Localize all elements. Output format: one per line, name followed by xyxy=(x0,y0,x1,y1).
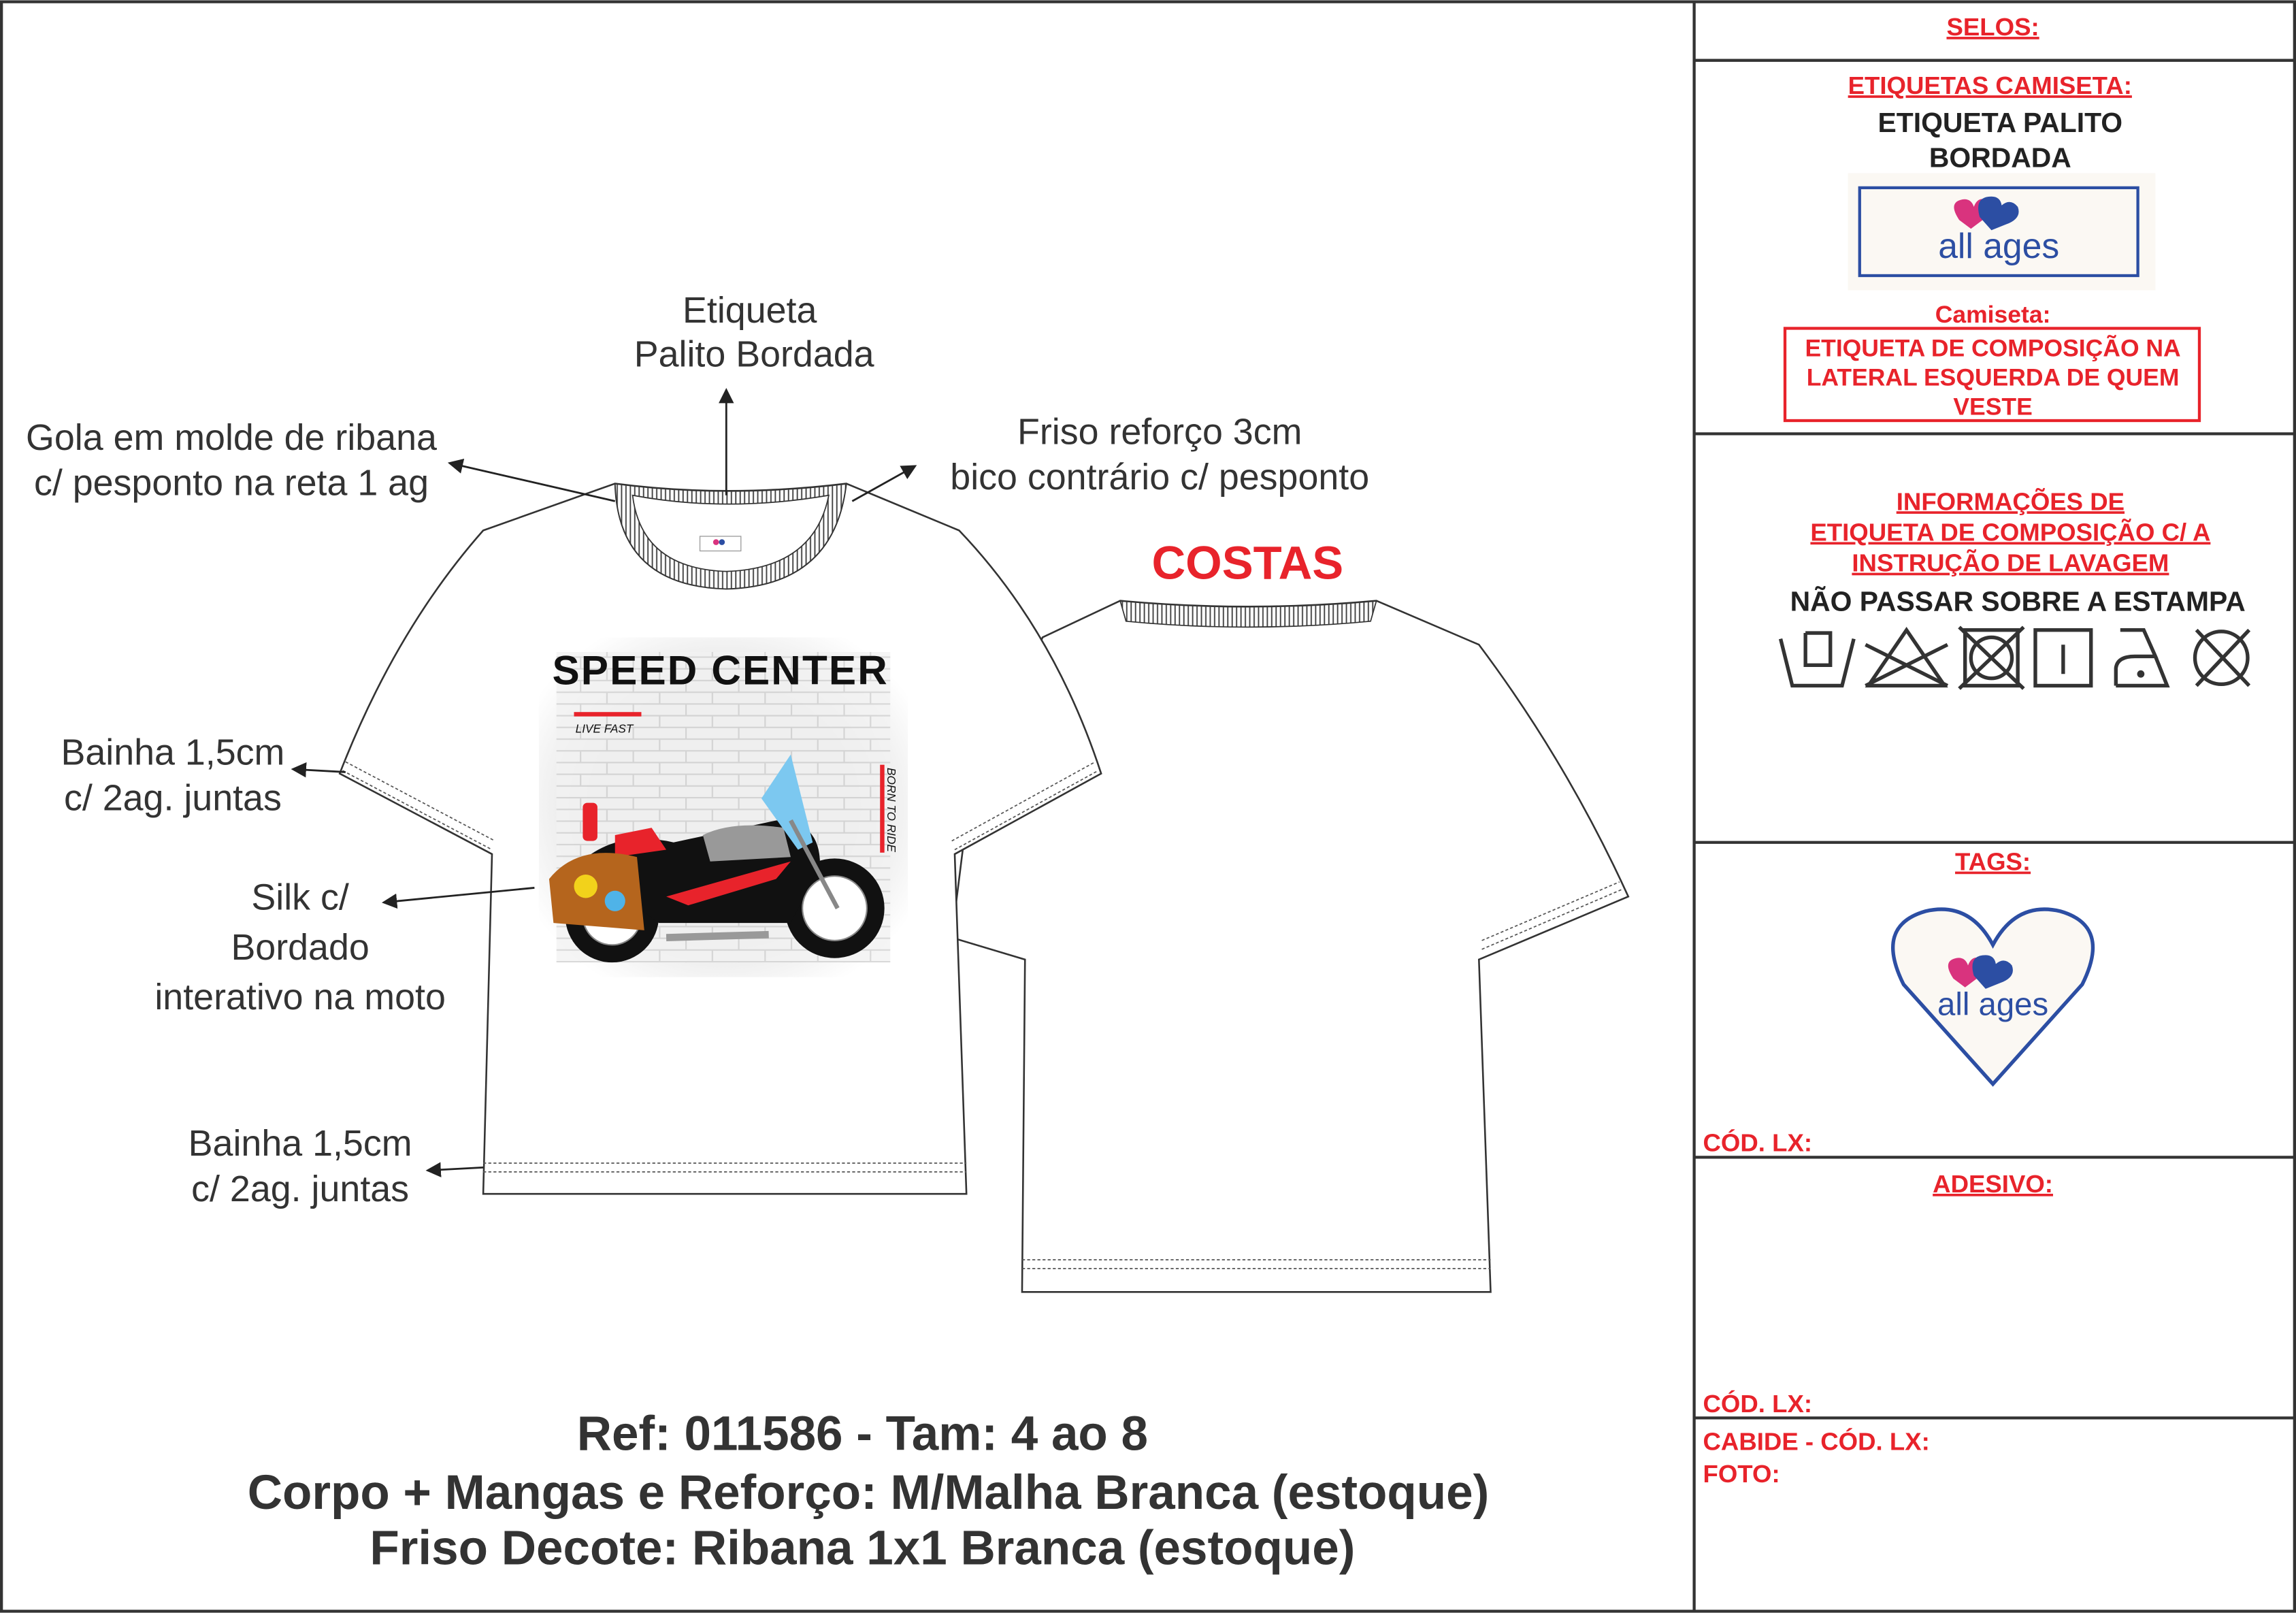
silk-annotation-line3: interativo na moto xyxy=(154,977,446,1017)
print-tagline-left: LIVE FAST xyxy=(576,721,634,735)
collar-annotation-line1: Gola em molde de ribana xyxy=(26,417,437,458)
ref-size: Ref: 011586 - Tam: 4 ao 8 xyxy=(577,1407,1148,1461)
motorcycle-illustration xyxy=(548,754,885,963)
annotations: Etiqueta Palito Bordada Gola em molde de… xyxy=(26,290,1369,1209)
composition-line1: ETIQUETA DE COMPOSIÇÃO NA xyxy=(1805,334,2180,361)
camiseta-label: Camiseta: xyxy=(1935,301,2051,328)
print-title: SPEED CENTER xyxy=(552,647,888,693)
no-dry-clean-icon xyxy=(2193,628,2251,687)
body-hem-annotation-line2: c/ 2ag. juntas xyxy=(191,1169,409,1209)
info-line3: INSTRUÇÃO DE LAVAGEM xyxy=(1852,549,2169,577)
collar-annotation-line2: c/ pesponto na reta 1 ag xyxy=(34,463,429,504)
etiqueta-palito-line2: BORDADA xyxy=(1929,142,2071,174)
selos-heading: SELOS: xyxy=(1946,13,2039,41)
tag-brand-text: all ages xyxy=(1937,987,2048,1023)
adesivo-heading: ADESIVO: xyxy=(1933,1170,2053,1198)
care-symbols xyxy=(1778,625,2251,690)
body-fabric: Corpo + Mangas e Reforço: M/Malha Branca… xyxy=(248,1466,1490,1520)
label-annotation-line2: Palito Bordada xyxy=(634,333,874,374)
sleeve-hem-annotation-line1: Bainha 1,5cm xyxy=(61,732,284,773)
brand-label: all ages xyxy=(1848,173,2156,291)
hand-wash-icon xyxy=(1778,631,1856,688)
tag-code-label: CÓD. LX: xyxy=(1703,1128,1813,1157)
back-view-title: COSTAS xyxy=(1151,536,1343,589)
silk-annotation-line2: Bordado xyxy=(231,927,369,968)
tags-heading: TAGS: xyxy=(1955,848,2031,876)
no-tumble-dry-icon xyxy=(1958,625,2025,690)
brand-logo-text: all ages xyxy=(1938,226,2059,265)
shirt-print: SPEED CENTER LIVE FAST BORN TO RIDE xyxy=(538,637,908,977)
sleeve-hem-annotation-line2: c/ 2ag. juntas xyxy=(64,777,282,818)
side-panel: SELOS: ETIQUETAS CAMISETA: ETIQUETA PALI… xyxy=(1703,13,2251,1488)
panel-row-dividers xyxy=(1694,59,2295,1420)
brand-heart-tag: all ages xyxy=(1891,907,2095,1087)
back-shirt xyxy=(951,600,1630,1293)
print-tagline-right: BORN TO RIDE xyxy=(885,768,898,852)
composition-line2: LATERAL ESQUERDA DE QUEM xyxy=(1807,363,2180,391)
adesivo-code-label: CÓD. LX: xyxy=(1703,1389,1813,1418)
back-collar-rib xyxy=(1119,600,1377,628)
label-annotation-line1: Etiqueta xyxy=(683,290,817,331)
spec-footer: Ref: 011586 - Tam: 4 ao 8 Corpo + Mangas… xyxy=(248,1407,1490,1576)
composition-line3: VESTE xyxy=(1953,393,2032,420)
iron-low-icon xyxy=(2114,628,2170,688)
etiqueta-palito-line1: ETIQUETA PALITO xyxy=(1878,107,2123,138)
body-hem-annotation-line1: Bainha 1,5cm xyxy=(188,1123,412,1164)
line-dry-icon xyxy=(2033,628,2093,688)
warning-text: NÃO PASSAR SOBRE A ESTAMPA xyxy=(1790,586,2246,617)
no-bleach-icon xyxy=(1865,626,1949,688)
etiquetas-heading: ETIQUETAS CAMISETA: xyxy=(1848,71,2132,99)
composition-box xyxy=(1783,327,2201,423)
collar-fabric: Friso Decote: Ribana 1x1 Branca (estoque… xyxy=(370,1522,1355,1576)
info-line2: ETIQUETA DE COMPOSIÇÃO C/ A xyxy=(1810,517,2210,546)
friso-annotation-line1: Friso reforço 3cm xyxy=(1017,411,1302,452)
front-shirt: SPEED CENTER LIVE FAST BORN TO RIDE xyxy=(338,483,1102,1195)
friso-annotation-line2: bico contrário c/ pesponto xyxy=(950,457,1369,498)
silk-annotation-line1: Silk c/ xyxy=(251,877,348,918)
foto-label: FOTO: xyxy=(1703,1460,1780,1488)
cabide-code-label: CABIDE - CÓD. LX: xyxy=(1703,1427,1930,1456)
info-line1: INFORMAÇÕES DE xyxy=(1897,487,2125,515)
